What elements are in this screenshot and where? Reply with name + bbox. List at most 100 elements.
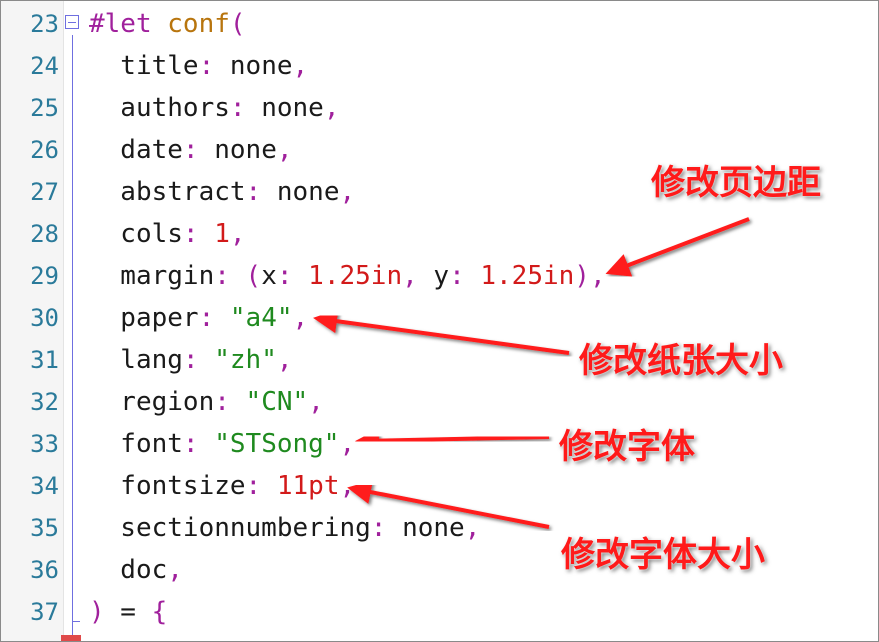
code-text: #let conf( [89, 3, 246, 45]
line-number: 37 [30, 598, 59, 626]
code-token-punc: : [182, 135, 199, 165]
code-line[interactable]: 32 region: "CN", [1, 381, 878, 423]
code-token-punc: : [229, 93, 246, 123]
code-token-plain: abstract [89, 177, 246, 207]
code-token-plain: none [198, 135, 277, 165]
code-line[interactable]: 36 doc, [1, 549, 878, 591]
code-line[interactable]: 26 date: none, [1, 129, 878, 171]
code-text: authors: none, [89, 87, 339, 129]
line-number: 30 [30, 304, 59, 332]
line-number: 31 [30, 346, 59, 374]
code-text: title: none, [89, 45, 308, 87]
line-number: 26 [30, 136, 59, 164]
code-line[interactable]: 28 cols: 1, [1, 213, 878, 255]
code-token-punc: , [339, 429, 356, 459]
code-token-plain: none [386, 513, 465, 543]
line-number: 29 [30, 262, 59, 290]
code-token-plain: none [245, 93, 324, 123]
code-line[interactable]: 37) = { [1, 591, 878, 633]
code-text: cols: 1, [89, 213, 246, 255]
annotation-font: 修改字体 [559, 427, 695, 467]
code-text: date: none, [89, 129, 293, 171]
code-token-punc: , [292, 303, 309, 333]
code-token-punc: : [182, 345, 199, 375]
code-token-punc: , [292, 51, 309, 81]
code-token-punc: : [449, 261, 465, 291]
fold-toggle-icon[interactable] [65, 15, 79, 29]
code-token-punc: : [198, 303, 215, 333]
code-line[interactable]: 23 #let conf( [1, 3, 878, 45]
code-token-plain: = [104, 597, 152, 627]
code-token-num: 1.25in [480, 261, 575, 291]
code-token-plain: y [417, 261, 450, 291]
code-token-punc: : [276, 261, 293, 291]
code-line[interactable]: 25 authors: none, [1, 87, 878, 129]
code-token-plain: paper [89, 303, 199, 333]
arrow-to-font [355, 428, 550, 453]
code-line[interactable]: 34 fontsize: 11pt, [1, 465, 878, 507]
code-text: ) = { [89, 591, 167, 633]
line-number: 32 [30, 388, 59, 416]
code-token-punc: : [245, 177, 262, 207]
code-line[interactable]: 33 font: "STSong", [1, 423, 878, 465]
code-token-punc: : [245, 471, 262, 501]
code-text: abstract: none, [89, 171, 355, 213]
code-token-plain: authors [89, 93, 230, 123]
annotation-paper: 修改纸张大小 [579, 341, 783, 381]
code-token-punc: ( [229, 9, 246, 39]
code-text: lang: "zh", [89, 339, 293, 381]
code-text: font: "STSong", [89, 423, 355, 465]
line-number: 24 [30, 52, 59, 80]
code-text: margin: (x: 1.25in, y: 1.25in), [89, 255, 605, 297]
code-token-punc: ) [89, 597, 105, 627]
code-text: paper: "a4", [89, 297, 308, 339]
code-token-punc: , [464, 513, 481, 543]
code-token-punc: ( [245, 261, 262, 291]
line-number: 35 [30, 514, 59, 542]
code-token-plain: lang [89, 345, 183, 375]
code-token-plain: none [214, 51, 293, 81]
code-token-punc: , [323, 93, 340, 123]
bottom-marker [61, 635, 81, 641]
code-token-plain: sectionnumbering [89, 513, 371, 543]
line-number: 34 [30, 472, 59, 500]
code-line[interactable]: 35 sectionnumbering: none, [1, 507, 878, 549]
code-token-punc: , [402, 261, 418, 291]
code-token-num: 11pt [276, 471, 340, 501]
code-token-punc: : [370, 513, 387, 543]
code-token-plain: none [261, 177, 340, 207]
line-number: 28 [30, 220, 59, 248]
code-token-fn: conf [167, 9, 230, 39]
code-token-punc: , [229, 219, 246, 249]
code-line[interactable]: 29 margin: (x: 1.25in, y: 1.25in), [1, 255, 878, 297]
code-line[interactable]: 31 lang: "zh", [1, 339, 878, 381]
code-text: fontsize: 11pt, [89, 465, 355, 507]
code-token-str: "STSong" [214, 429, 340, 459]
code-token-punc: : [214, 387, 230, 417]
code-token-plain: fontsize [89, 471, 246, 501]
code-token-punc: , [276, 345, 293, 375]
line-number: 23 [30, 10, 59, 38]
arrow-to-paper [313, 309, 570, 355]
annotation-fontsize: 修改字体大小 [561, 535, 765, 575]
line-number: 27 [30, 178, 59, 206]
line-number: 33 [30, 430, 59, 458]
code-text: region: "CN", [89, 381, 324, 423]
code-text: sectionnumbering: none, [89, 507, 480, 549]
fold-guide [72, 35, 73, 641]
code-line[interactable]: 27 abstract: none, [1, 171, 878, 213]
code-token-punc: , [276, 135, 293, 165]
code-token-punc: : [214, 261, 230, 291]
line-number: 36 [30, 556, 59, 584]
code-token-plain: title [89, 51, 199, 81]
arrow-to-margin [605, 217, 750, 277]
code-token-plain: date [89, 135, 183, 165]
code-token-plain: font [89, 429, 183, 459]
code-token-punc: { [151, 597, 168, 627]
code-line[interactable]: 30 paper: "a4", [1, 297, 878, 339]
arrow-to-fontsize [347, 480, 550, 529]
code-token-plain: doc [89, 555, 168, 585]
code-token-num: 1 [214, 219, 230, 249]
code-line[interactable]: 24 title: none, [1, 45, 878, 87]
